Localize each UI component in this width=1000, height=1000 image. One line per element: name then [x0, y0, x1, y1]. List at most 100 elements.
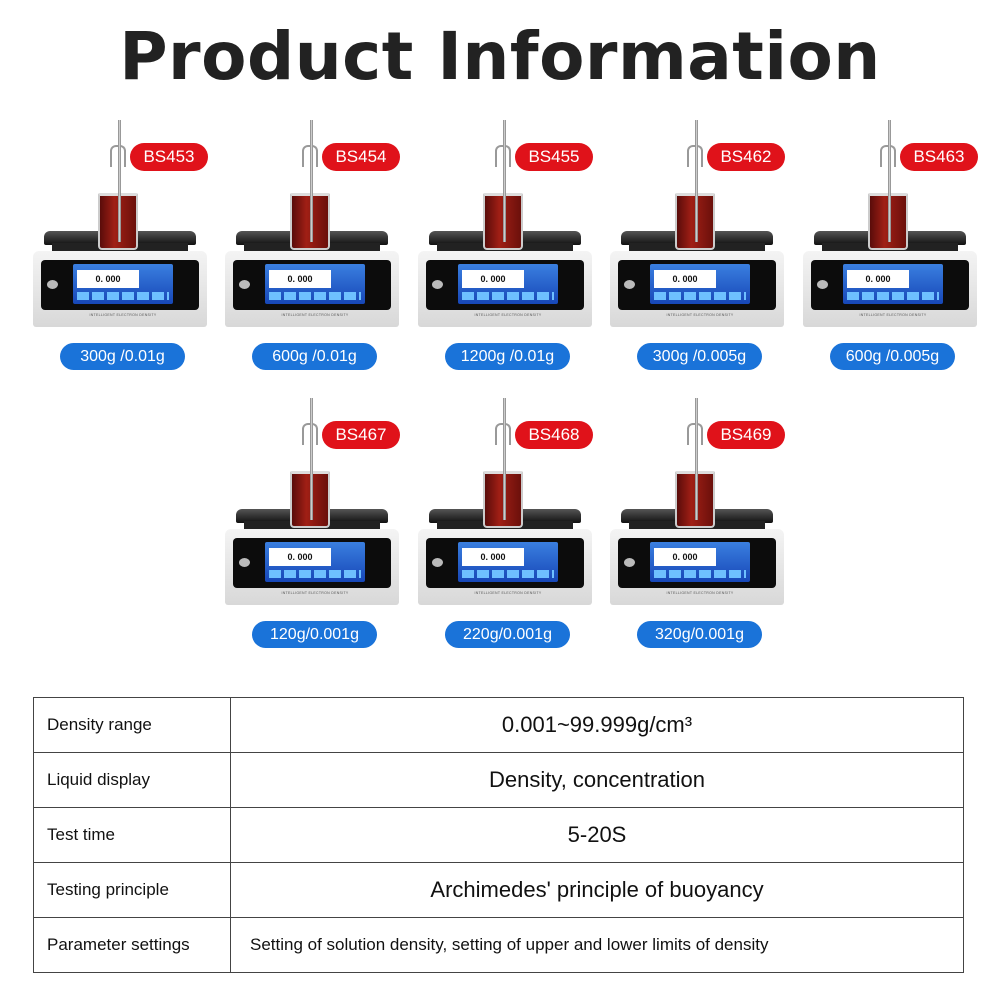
touch-screen: 0. 000	[265, 264, 365, 304]
device-label: INTELLIGENT ELECTRON DENSITY	[281, 313, 349, 317]
spec-pill: 220g/0.001g	[445, 621, 570, 648]
product-card: BS455 0. 000 INTELLIGENT ELECTRON DENSIT…	[415, 115, 595, 375]
screen-reading: 0. 000	[462, 270, 524, 288]
touch-screen: 0. 000	[650, 264, 750, 304]
device-label: INTELLIGENT ELECTRON DENSITY	[859, 313, 927, 317]
screen-reading: 0. 000	[462, 548, 524, 566]
control-panel: 0. 000	[811, 260, 969, 310]
power-button	[624, 558, 635, 567]
power-button	[47, 280, 58, 289]
densitometer-body: 0. 000 INTELLIGENT ELECTRON DENSITY	[225, 529, 399, 605]
control-panel: 0. 000	[426, 260, 584, 310]
control-panel: 0. 000	[426, 538, 584, 588]
screen-buttons	[462, 292, 554, 300]
screen-buttons	[847, 292, 939, 300]
screen-reading: 0. 000	[269, 270, 331, 288]
hanging-rod	[118, 120, 121, 242]
spec-pill: 320g/0.001g	[637, 621, 762, 648]
product-card: BS454 0. 000 INTELLIGENT ELECTRON DENSIT…	[222, 115, 402, 375]
spec-value: Archimedes' principle of buoyancy	[230, 862, 964, 918]
screen-reading: 0. 000	[654, 548, 716, 566]
screen-buttons	[269, 292, 361, 300]
control-panel: 0. 000	[618, 538, 776, 588]
hanging-rod	[310, 398, 313, 520]
product-card: BS468 0. 000 INTELLIGENT ELECTRON DENSIT…	[415, 393, 595, 653]
power-button	[432, 558, 443, 567]
spec-label: Density range	[33, 697, 231, 753]
screen-reading: 0. 000	[654, 270, 716, 288]
product-card: BS467 0. 000 INTELLIGENT ELECTRON DENSIT…	[222, 393, 402, 653]
model-badge: BS462	[707, 143, 785, 171]
model-badge: BS467	[322, 421, 400, 449]
hanging-rod	[310, 120, 313, 242]
device-label: INTELLIGENT ELECTRON DENSITY	[89, 313, 157, 317]
touch-screen: 0. 000	[458, 542, 558, 582]
model-badge: BS454	[322, 143, 400, 171]
device-label: INTELLIGENT ELECTRON DENSITY	[474, 591, 542, 595]
screen-buttons	[269, 570, 361, 578]
model-badge: BS453	[130, 143, 208, 171]
spec-row: Test time 5-20S	[33, 807, 964, 863]
screen-reading: 0. 000	[269, 548, 331, 566]
product-card: BS463 0. 000 INTELLIGENT ELECTRON DENSIT…	[800, 115, 980, 375]
hanging-rod	[695, 398, 698, 520]
screen-reading: 0. 000	[847, 270, 909, 288]
spec-value: Setting of solution density, setting of …	[230, 917, 964, 973]
spec-value: 5-20S	[230, 807, 964, 863]
screen-buttons	[462, 570, 554, 578]
page-title: Product Information	[119, 18, 881, 95]
control-panel: 0. 000	[618, 260, 776, 310]
model-badge: BS463	[900, 143, 978, 171]
spec-label: Testing principle	[33, 862, 231, 918]
product-card: BS469 0. 000 INTELLIGENT ELECTRON DENSIT…	[607, 393, 787, 653]
screen-buttons	[77, 292, 169, 300]
spec-label: Parameter settings	[33, 917, 231, 973]
densitometer-body: 0. 000 INTELLIGENT ELECTRON DENSITY	[610, 529, 784, 605]
spec-value: Density, concentration	[230, 752, 964, 808]
hanging-rod	[888, 120, 891, 242]
model-badge: BS468	[515, 421, 593, 449]
spec-row: Liquid display Density, concentration	[33, 752, 964, 808]
device-label: INTELLIGENT ELECTRON DENSITY	[666, 313, 734, 317]
power-button	[239, 280, 250, 289]
power-button	[624, 280, 635, 289]
densitometer-body: 0. 000 INTELLIGENT ELECTRON DENSITY	[418, 251, 592, 327]
spec-row: Density range 0.001~99.999g/cm³	[33, 697, 964, 753]
control-panel: 0. 000	[233, 538, 391, 588]
spec-pill: 300g /0.005g	[637, 343, 762, 370]
spec-row: Parameter settings Setting of solution d…	[33, 917, 964, 973]
spec-pill: 300g /0.01g	[60, 343, 185, 370]
hanging-rod	[503, 398, 506, 520]
spec-pill: 600g /0.01g	[252, 343, 377, 370]
hanging-rod	[695, 120, 698, 242]
model-badge: BS469	[707, 421, 785, 449]
model-badge: BS455	[515, 143, 593, 171]
screen-buttons	[654, 292, 746, 300]
device-label: INTELLIGENT ELECTRON DENSITY	[474, 313, 542, 317]
touch-screen: 0. 000	[73, 264, 173, 304]
product-card: BS453 0. 000 INTELLIGENT ELECTRON DENSIT…	[30, 115, 210, 375]
product-card: BS462 0. 000 INTELLIGENT ELECTRON DENSIT…	[607, 115, 787, 375]
densitometer-body: 0. 000 INTELLIGENT ELECTRON DENSITY	[418, 529, 592, 605]
spec-row: Testing principle Archimedes' principle …	[33, 862, 964, 918]
touch-screen: 0. 000	[843, 264, 943, 304]
touch-screen: 0. 000	[265, 542, 365, 582]
densitometer-body: 0. 000 INTELLIGENT ELECTRON DENSITY	[225, 251, 399, 327]
power-button	[239, 558, 250, 567]
device-label: INTELLIGENT ELECTRON DENSITY	[666, 591, 734, 595]
control-panel: 0. 000	[41, 260, 199, 310]
spec-value: 0.001~99.999g/cm³	[230, 697, 964, 753]
spec-label: Liquid display	[33, 752, 231, 808]
power-button	[817, 280, 828, 289]
densitometer-body: 0. 000 INTELLIGENT ELECTRON DENSITY	[33, 251, 207, 327]
spec-pill: 120g/0.001g	[252, 621, 377, 648]
touch-screen: 0. 000	[458, 264, 558, 304]
power-button	[432, 280, 443, 289]
screen-buttons	[654, 570, 746, 578]
touch-screen: 0. 000	[650, 542, 750, 582]
device-label: INTELLIGENT ELECTRON DENSITY	[281, 591, 349, 595]
spec-label: Test time	[33, 807, 231, 863]
screen-reading: 0. 000	[77, 270, 139, 288]
